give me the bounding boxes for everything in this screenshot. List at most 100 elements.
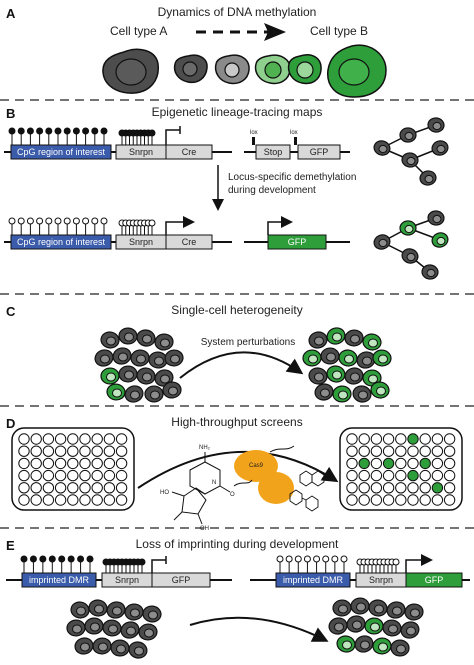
well (42, 457, 55, 470)
well (346, 457, 358, 470)
cell-grey-nucleus (154, 356, 164, 366)
well-hit (407, 433, 419, 445)
well (79, 469, 91, 482)
cell-green-nucleus (308, 354, 318, 364)
panel-e-letter: E (6, 538, 15, 553)
cell-grey-nucleus (170, 354, 180, 364)
methylated-cpg (17, 127, 25, 135)
cell-grey-nucleus (360, 640, 370, 650)
well (67, 482, 79, 494)
cell-type-b-label: Cell type B (310, 24, 368, 38)
cell-grey-nucleus (136, 354, 146, 364)
dmr-lollipops-open (276, 555, 348, 573)
well (431, 457, 444, 470)
cell-stage-5-nucleus (296, 61, 314, 79)
panel-c: C Single-cell heterogeneity System pertu… (6, 303, 392, 403)
cell-grey-nucleus (112, 606, 122, 616)
well (443, 482, 456, 494)
cpg-region-box (10, 144, 112, 160)
cell-grey-nucleus (108, 624, 118, 634)
well (395, 494, 407, 506)
cell-green-nucleus (332, 332, 342, 342)
unmethylated-cpg (54, 217, 62, 225)
unmethylated-cpg (36, 217, 44, 225)
unmethylated-cpg (45, 217, 53, 225)
well (54, 457, 67, 470)
well (54, 494, 67, 506)
cell-grey-nucleus (350, 372, 360, 382)
methylated-cpg (48, 555, 56, 563)
well (395, 482, 407, 494)
methylated-cpg (8, 127, 16, 135)
cell-grey-nucleus (130, 390, 140, 400)
cas9-lobe-2 (258, 472, 294, 504)
well (358, 469, 370, 482)
cre-label-bottom: Cre (182, 237, 197, 247)
perturbation-label: System perturbations (201, 337, 296, 348)
methylated-cpg (39, 555, 47, 563)
lineage-cell-nucleus (424, 174, 434, 184)
well (431, 445, 444, 457)
cell-green-nucleus (368, 374, 378, 384)
well (18, 494, 30, 506)
cell-grey-nucleus (126, 626, 136, 636)
snrpn-label-bottom: Snrpn (129, 237, 153, 247)
demethylation-label-2: during development (228, 185, 316, 196)
snrpn-lollipops-filled-e (102, 558, 146, 573)
cell-grey-nucleus (118, 352, 128, 362)
unmethylated-cpg (82, 217, 90, 225)
unmethylated-cpg (72, 217, 80, 225)
well (443, 494, 456, 506)
cell-grey-nucleus (410, 608, 420, 618)
imprinting-arrow (189, 616, 329, 642)
stop-label: Stop (264, 147, 283, 157)
promoter-active-arrow (165, 216, 195, 235)
cell-green-nucleus (112, 388, 122, 398)
well (103, 433, 116, 445)
well (30, 445, 42, 457)
demethylation-label-1: Locus-specific demethylation (228, 172, 356, 183)
cell-grey-nucleus (396, 644, 406, 654)
lineage-cell-labeled-nucleus (436, 236, 446, 246)
well (346, 494, 358, 506)
methylated-cpg (63, 127, 71, 135)
well (346, 482, 358, 494)
well (395, 469, 407, 482)
cell-grey-nucleus (350, 334, 360, 344)
methylated-cpg (36, 127, 44, 135)
cell-grey-nucleus (388, 624, 398, 634)
imprinted-dmr-box-2 (275, 572, 351, 588)
cell-green-nucleus (106, 372, 116, 382)
lineage-cell-nucleus (406, 252, 416, 262)
methylated-cpg (54, 127, 62, 135)
wells-before (18, 433, 128, 506)
dna-strand (233, 479, 253, 487)
well (443, 445, 456, 457)
well-hit (407, 469, 419, 482)
promoter-blocked-e (151, 559, 166, 573)
unmethylated-cpg (26, 217, 34, 225)
panel-b-title: Epigenetic lineage-tracing maps (152, 105, 323, 119)
well (91, 494, 103, 506)
cell-grey-nucleus (148, 610, 158, 620)
cas9-lobe-1 (234, 450, 278, 482)
well (358, 482, 370, 494)
lineage-cell-labeled-nucleus (404, 224, 414, 234)
well (443, 469, 456, 482)
lox-site-2 (294, 137, 297, 145)
methylation-lollipops-filled (8, 127, 108, 145)
snrpn-label-top: Snrpn (129, 147, 153, 157)
well (346, 433, 358, 445)
well (443, 457, 456, 470)
well (91, 445, 103, 457)
cell-type-a-label: Cell type A (110, 24, 167, 38)
well (79, 433, 91, 445)
well (91, 433, 103, 445)
cell-grey-nucleus (72, 624, 82, 634)
cell-stage-2-nucleus (182, 61, 198, 77)
well (407, 494, 419, 506)
cell-grey-nucleus (356, 602, 366, 612)
unmethylated-cpg (331, 555, 339, 563)
well (419, 433, 431, 445)
